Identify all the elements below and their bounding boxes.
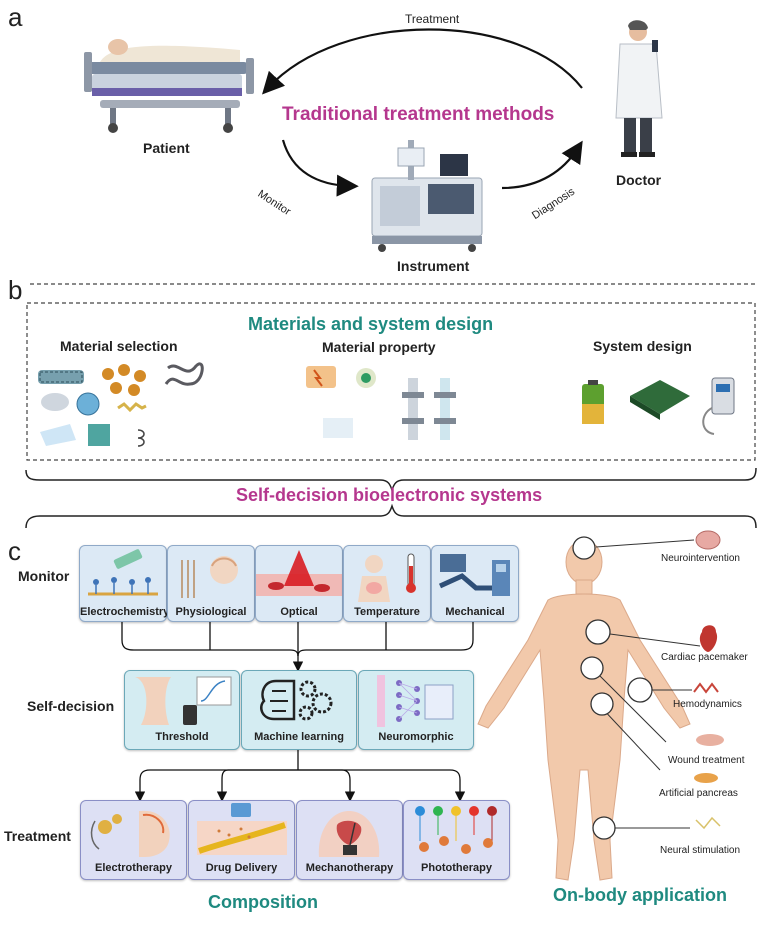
- decision-card-neuromorphic: Neuromorphic: [358, 670, 474, 750]
- traditional-methods-title: Traditional treatment methods: [282, 104, 555, 125]
- decision-card-threshold: Threshold: [124, 670, 240, 750]
- row-label-self-decision: Self-decision: [27, 698, 115, 714]
- materials-dashed-box: [26, 302, 756, 461]
- body-callout-lines: [591, 539, 701, 829]
- monitor-card-label: Electrochemistry: [80, 606, 170, 618]
- monitor-card-label: Temperature: [354, 606, 420, 618]
- treatment-card-electrotherapy: Electrotherapy: [80, 800, 187, 880]
- on-body-application-title: On-body application: [553, 885, 727, 905]
- treatment-card-label: Phototherapy: [421, 862, 492, 874]
- doctor-label: Doctor: [616, 172, 662, 188]
- instrument-illustration: [371, 140, 483, 252]
- monitor-card-label: Optical: [280, 606, 318, 618]
- bracket-bottom: [25, 503, 757, 529]
- electrochemistry-icon: [88, 549, 158, 596]
- body-label-artificial-pancreas: Artificial pancreas: [659, 788, 738, 799]
- monitor-card-electrochemistry: Electrochemistry: [79, 545, 170, 622]
- monitor-card-physiological: Physiological: [167, 545, 255, 622]
- system-design-icons: [582, 377, 735, 435]
- treatment-label: Treatment: [405, 12, 460, 26]
- treatment-card-drug-delivery: Drug Delivery: [188, 800, 295, 880]
- material-property-icons: [306, 366, 456, 440]
- monitor-arrow: [281, 139, 359, 197]
- phototherapy-icon: [415, 806, 497, 854]
- treatment-card-mechanotherapy: Mechanotherapy: [296, 800, 403, 880]
- row-label-treatment: Treatment: [4, 828, 71, 844]
- diagnosis-arrow: [501, 140, 583, 190]
- doctor-illustration: [615, 20, 663, 157]
- electrotherapy-icon: [90, 810, 170, 857]
- monitor-card-label: Physiological: [175, 606, 247, 618]
- treatment-card-label: Drug Delivery: [205, 862, 278, 874]
- material-property-label: Material property: [322, 339, 436, 355]
- panel-letter-b: b: [8, 275, 23, 305]
- decision-card-label: Machine learning: [254, 731, 344, 743]
- threshold-icon: [135, 676, 232, 725]
- bracket-top: [25, 467, 757, 493]
- monitor-card-temperature: Temperature: [343, 545, 431, 622]
- decision-card-label: Threshold: [155, 731, 209, 743]
- treatment-card-phototherapy: Phototherapy: [403, 800, 510, 880]
- composition-title: Composition: [208, 892, 318, 912]
- monitor-card-label: Mechanical: [445, 606, 505, 618]
- neuromorphic-icon: [377, 675, 454, 727]
- treatment-card-label: Electrotherapy: [94, 862, 173, 874]
- patient-label: Patient: [143, 140, 190, 156]
- material-selection-icons: [38, 362, 204, 447]
- treatment-card-label: Mechanotherapy: [305, 862, 394, 874]
- monitor-card-optical: Optical: [255, 545, 343, 622]
- body-label-wound-treatment: Wound treatment: [668, 755, 745, 766]
- physiological-icon: [181, 556, 238, 598]
- body-application-icons: [693, 530, 724, 830]
- human-body-outline: [477, 539, 691, 881]
- row-label-monitor: Monitor: [18, 568, 70, 584]
- material-selection-label: Material selection: [60, 338, 178, 354]
- drug-delivery-icon: [197, 803, 287, 855]
- patient-bed-illustration: [84, 39, 254, 133]
- optical-icon: [256, 550, 342, 596]
- mechanotherapy-icon: [318, 811, 380, 857]
- decision-card-machine-learning: Machine learning: [241, 670, 357, 750]
- decision-card-label: Neuromorphic: [378, 731, 454, 743]
- treatment-arrow: [262, 28, 583, 95]
- panel-b-artwork: [25, 283, 757, 529]
- system-design-label: System design: [593, 338, 692, 354]
- panel-letter-c: c: [8, 536, 21, 566]
- materials-system-title: Materials and system design: [248, 314, 494, 334]
- machine-learning-icon: [260, 679, 333, 721]
- body-label-hemodynamics: Hemodynamics: [673, 699, 742, 710]
- panel-letter-a: a: [8, 2, 23, 32]
- mechanical-icon: [438, 554, 510, 596]
- body-label-neural-stimulation: Neural stimulation: [660, 845, 741, 856]
- panel-a-artwork: [84, 20, 663, 252]
- self-decision-systems-title: Self-decision bioelectronic systems: [236, 485, 543, 505]
- instrument-label: Instrument: [397, 258, 470, 274]
- body-device-markers: [572, 536, 653, 840]
- monitor-card-mechanical: Mechanical: [431, 545, 519, 622]
- body-label-neurointervention: Neurointervention: [661, 553, 740, 564]
- temperature-icon: [358, 553, 416, 602]
- body-label-cardiac-pacemaker: Cardiac pacemaker: [661, 652, 748, 663]
